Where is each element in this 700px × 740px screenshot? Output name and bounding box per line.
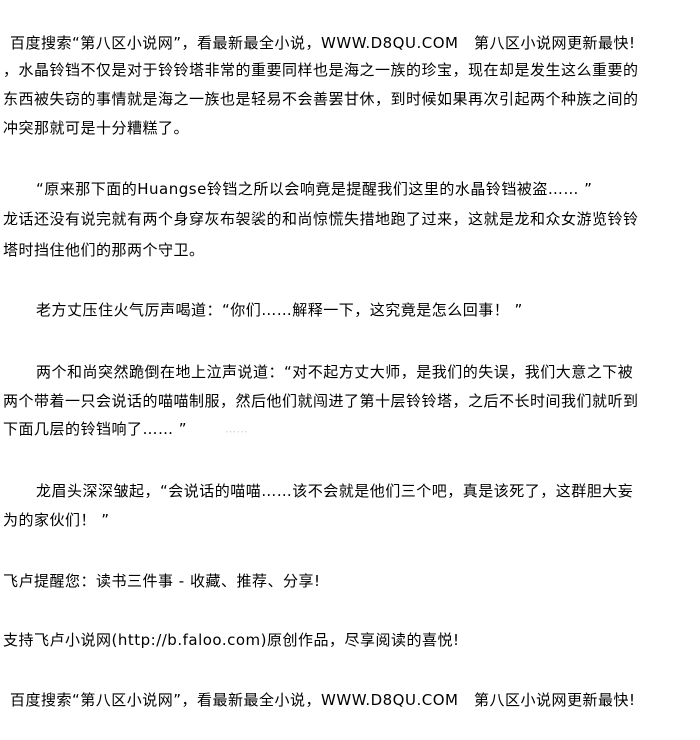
- paragraph-line: 东西被失窃的事情就是海之一族也是轻易不会善罢甘休，到时候如果再次引起两个种族之间…: [3, 90, 639, 108]
- site-banner-top: 百度搜索“第八区小说网”，看最新最全小说，WWW.D8QU.COM 第八区小说网…: [10, 34, 636, 52]
- paragraph-line: 冲突那就可是十分糟糕了。: [3, 119, 190, 137]
- paragraph-line: 塔时挡住他们的那两个守卫。: [3, 241, 205, 259]
- paragraph-line: ，水晶铃铛不仅是对于铃铃塔非常的重要同样也是海之一族的珍宝，现在却是发生这么重要…: [3, 61, 639, 79]
- support-line: 支持飞卢小说网(http://b.faloo.com)原创作品，尽享阅读的喜悦!: [3, 631, 460, 649]
- paragraph-line: 老方丈压住火气厉声喝道：“你们……解释一下，这究竟是怎么回事！ ”: [36, 301, 523, 319]
- paragraph-line: 龙眉头深深皱起，“会说话的喵喵……该不会就是他们三个吧，真是该死了，这群胆大妄: [36, 482, 634, 500]
- reminder-line: 飞卢提醒您：读书三件事 - 收藏、推荐、分享!: [3, 572, 321, 590]
- paragraph-line: 为的家伙们！ ”: [3, 511, 110, 529]
- paragraph-line: 两个和尚突然跪倒在地上泣声说道：“对不起方丈大师，是我们的失误，我们大意之下被: [36, 363, 634, 381]
- faint-watermark: ⋯⋯: [225, 425, 248, 438]
- paragraph-line: 两个带着一只会说话的喵喵制服，然后他们就闯进了第十层铃铃塔，之后不长时间我们就听…: [3, 392, 639, 410]
- paragraph-line: 龙话还没有说完就有两个身穿灰布袈裟的和尚惊慌失措地跑了过来，这就是龙和众女游览铃…: [3, 210, 639, 228]
- site-banner-bottom: 百度搜索“第八区小说网”，看最新最全小说，WWW.D8QU.COM 第八区小说网…: [10, 691, 636, 709]
- paragraph-line: “原来那下面的Huangse铃铛之所以会响竟是提醒我们这里的水晶铃铛被盗…… ”: [36, 180, 593, 198]
- paragraph-line: 下面几层的铃铛响了…… ”: [3, 420, 188, 438]
